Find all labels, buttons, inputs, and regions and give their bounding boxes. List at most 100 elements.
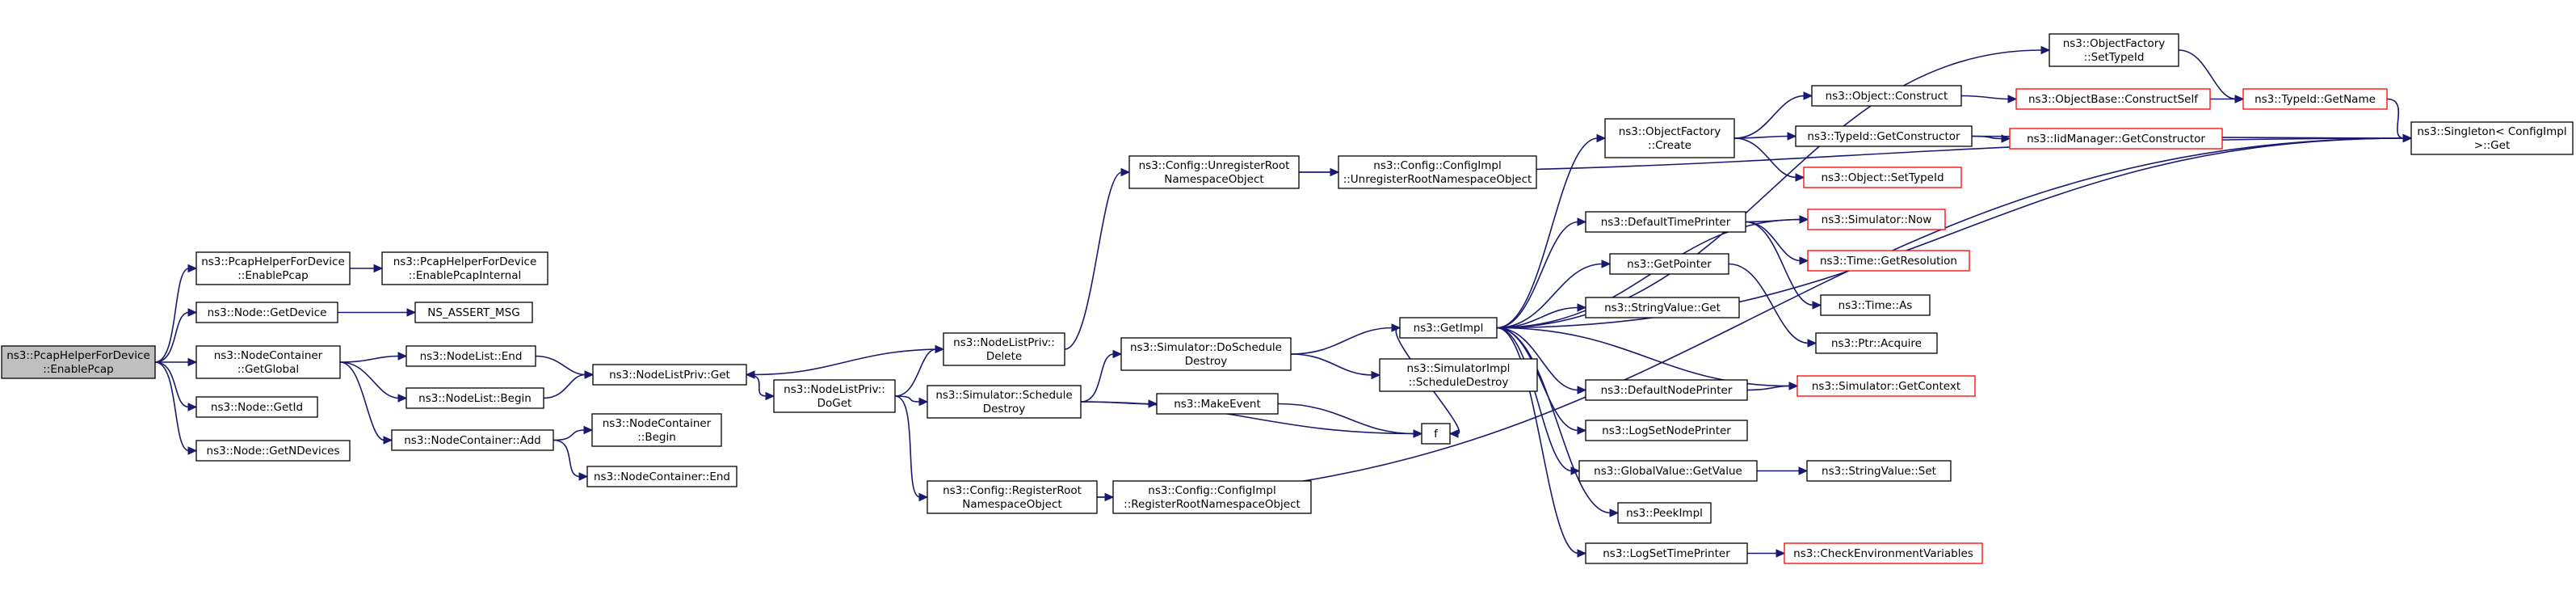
node-box [1399, 317, 1498, 339]
node-tid-getctor[interactable]: ns3::TypeId::GetConstructor [1795, 125, 1973, 147]
node-box [1795, 125, 1973, 147]
edge-of-create-to-obj-construct [1733, 95, 1805, 139]
node-box [1578, 460, 1758, 482]
node-sim-now[interactable]: ns3::Simulator::Now [1807, 209, 1946, 230]
node-getimpl[interactable]: ns3::GetImpl [1399, 317, 1498, 339]
node-label: ns3::Object::SetTypeId [1821, 171, 1944, 184]
node-box [195, 251, 351, 285]
node-box [195, 440, 351, 462]
node-label: ns3::PeekImpl [1626, 507, 1703, 520]
node-phd-internal[interactable]: ns3::PcapHelperForDevice::EnablePcapInte… [381, 251, 548, 285]
node-lsnp[interactable]: ns3::LogSetNodePrinter [1585, 420, 1748, 441]
node-label: ::GetGlobal [237, 363, 299, 376]
node-simimpl-sched[interactable]: ns3::SimulatorImpl::ScheduleDestroy [1379, 358, 1538, 392]
node-label: ns3::Simulator::Schedule [935, 389, 1072, 402]
node-makeevent[interactable]: ns3::MakeEvent [1156, 393, 1279, 415]
node-box [1128, 155, 1300, 189]
node-label: ::RegisterRootNamespaceObject [1124, 498, 1301, 511]
node-label: DoGet [817, 397, 852, 410]
node-box [1585, 297, 1740, 318]
node-label: ns3::Node::GetNDevices [207, 445, 340, 458]
node-box [2015, 88, 2211, 110]
node-box [1807, 209, 1946, 230]
node-dtp[interactable]: ns3::DefaultTimePrinter [1585, 211, 1746, 233]
node-tid-getname[interactable]: ns3::TypeId::GetName [2242, 88, 2388, 110]
edge-nl-begin-to-nlp-get [543, 373, 586, 399]
node-f[interactable]: f [1421, 423, 1451, 445]
node-nc-add[interactable]: ns3::NodeContainer::Add [391, 429, 554, 451]
edge-arrowhead [1371, 370, 1381, 380]
edge-arrowhead [765, 391, 775, 401]
node-nl-end[interactable]: ns3::NodeList::End [406, 345, 536, 367]
edge-nlp-get-to-nlp-doget [746, 373, 767, 397]
node-sim-sched[interactable]: ns3::Simulator::ScheduleDestroy [927, 385, 1082, 419]
node-time-getres[interactable]: ns3::Time::GetResolution [1807, 250, 1970, 272]
node-box [927, 385, 1082, 419]
node-node-getdevice[interactable]: ns3::Node::GetDevice [195, 302, 338, 323]
node-getpointer[interactable]: ns3::GetPointer [1609, 253, 1729, 275]
node-nlp-doget[interactable]: ns3::NodeListPriv::DoGet [773, 379, 896, 413]
node-nc-begin[interactable]: ns3::NodeContainer::Begin [591, 413, 722, 447]
node-box [1617, 502, 1712, 524]
node-cfg-unregister[interactable]: ns3::Config::UnregisterRootNamespaceObje… [1128, 155, 1300, 189]
node-phd-enablepcap[interactable]: ns3::PcapHelperForDevice::EnablePcap [195, 251, 351, 285]
node-obj-settypeid[interactable]: ns3::Object::SetTypeId [1803, 167, 1962, 188]
edge-cfg-register-to-singleton [1096, 137, 2405, 498]
node-time-as[interactable]: ns3::Time::As [1820, 294, 1931, 316]
edge-arrowhead [578, 472, 589, 481]
node-node-getid[interactable]: ns3::Node::GetId [195, 396, 318, 418]
edge-root-to-node-getdevice [154, 311, 190, 363]
edge-arrowhead [2007, 95, 2018, 103]
node-dnp[interactable]: ns3::DefaultNodePrinter [1585, 379, 1748, 401]
node-label: ns3::Config::UnregisterRoot [1139, 159, 1290, 172]
node-label: ns3::TypeId::GetName [2255, 93, 2376, 106]
node-sv-get[interactable]: ns3::StringValue::Get [1585, 297, 1740, 318]
edge-nl-end-to-nlp-get [535, 355, 586, 376]
node-ci-register[interactable]: ns3::Config::ConfigImpl::RegisterRootNam… [1112, 480, 1312, 514]
node-ci-unregister[interactable]: ns3::Config::ConfigImpl::UnregisterRootN… [1338, 155, 1537, 189]
edge-arrowhead [397, 394, 408, 403]
node-ns-assert[interactable]: NS_ASSERT_MSG [414, 302, 533, 323]
node-nc-getglobal[interactable]: ns3::NodeContainer::GetGlobal [195, 345, 341, 379]
node-label: ns3::Simulator::GetContext [1812, 380, 1960, 393]
node-root[interactable]: ns3::PcapHelperForDevice::EnablePcap [1, 345, 156, 379]
node-checkenv[interactable]: ns3::CheckEnvironmentVariables [1784, 542, 1983, 564]
node-gv-getvalue[interactable]: ns3::GlobalValue::GetValue [1578, 460, 1758, 482]
edge-arrowhead [1577, 386, 1587, 394]
node-idm-getctor[interactable]: ns3::IidManager::GetConstructor [2009, 128, 2223, 150]
node-box [195, 302, 338, 323]
node-of-settypeid[interactable]: ns3::ObjectFactory::SetTypeId [2049, 33, 2179, 67]
node-label: ns3::Ptr::Acquire [1831, 337, 1922, 350]
edge-arrowhead [1807, 339, 1817, 348]
node-node-getndevices[interactable]: ns3::Node::GetNDevices [195, 440, 351, 462]
node-sim-getctx[interactable]: ns3::Simulator::GetContext [1796, 375, 1976, 397]
node-lstp[interactable]: ns3::LogSetTimePrinter [1585, 542, 1748, 564]
node-label: ns3::PcapHelperForDevice [393, 255, 537, 268]
node-ptr-acquire[interactable]: ns3::Ptr::Acquire [1815, 332, 1938, 354]
edge-nc-add-to-nc-begin [553, 429, 586, 441]
edge-of-create-to-tid-getctor [1733, 135, 1789, 139]
node-label: ns3::ObjectBase::ConstructSelf [2028, 93, 2199, 106]
node-nlp-get[interactable]: ns3::NodeListPriv::Get [592, 364, 747, 386]
node-nc-end[interactable]: ns3::NodeContainer::End [586, 466, 738, 487]
edge-root-to-node-getid [154, 361, 190, 408]
node-cfg-register[interactable]: ns3::Config::RegisterRootNamespaceObject [927, 480, 1098, 514]
node-of-create[interactable]: ns3::ObjectFactory::Create [1604, 118, 1735, 158]
node-singleton[interactable]: ns3::Singleton< ConfigImpl >::Get [2410, 121, 2574, 155]
edge-arrowhead [1799, 215, 1809, 224]
node-label: ns3::CheckEnvironmentVariables [1793, 547, 1973, 560]
edge-nlp-doget-to-cfg-register [894, 395, 921, 498]
node-sv-set[interactable]: ns3::StringValue::Set [1806, 460, 1952, 482]
node-peekimpl[interactable]: ns3::PeekImpl [1617, 502, 1712, 524]
node-box [592, 364, 747, 386]
edge-getimpl-to-peekimpl [1496, 327, 1612, 514]
node-obj-construct[interactable]: ns3::Object::Construct [1811, 85, 1962, 107]
node-nlp-delete[interactable]: ns3::NodeListPriv::Delete [943, 332, 1065, 366]
node-label: ns3::StringValue::Get [1604, 302, 1721, 314]
edge-arrowhead [1601, 259, 1612, 268]
edge-root-to-phd-enablepcap [154, 268, 190, 363]
node-nl-begin[interactable]: ns3::NodeList::Begin [406, 387, 544, 409]
node-ob-constructself[interactable]: ns3::ObjectBase::ConstructSelf [2015, 88, 2211, 110]
